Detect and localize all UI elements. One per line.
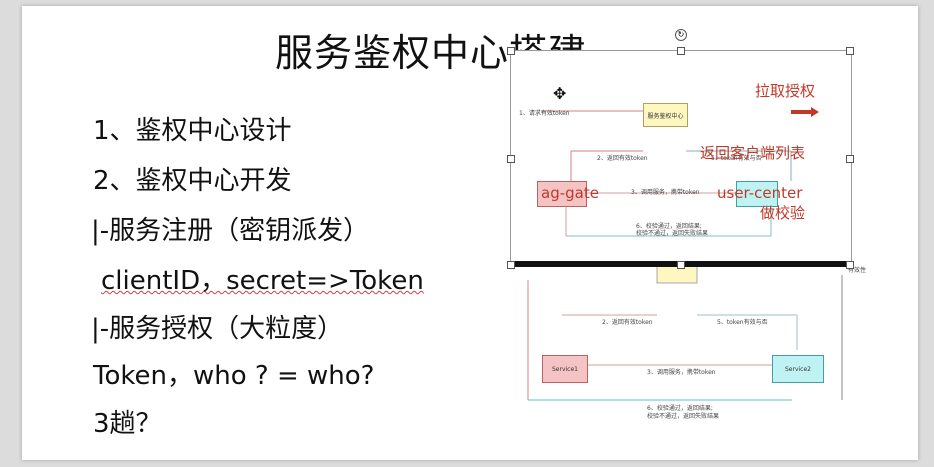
annotation-pull-auth: 拉取授权 [755, 82, 816, 100]
upper-step2: 2、返回有效token [597, 155, 648, 162]
lower-step2: 2、返回有效token [602, 319, 653, 326]
service1-box: Service1 [542, 355, 588, 383]
validity-label: 有效性 [848, 267, 867, 274]
lower-step6b: 校验不通过，返回失败结果 [647, 413, 720, 420]
annotation-do-check: 做校验 [760, 204, 806, 222]
upper-step3: 3、调用服务，携带token [631, 189, 700, 196]
service2-box: Service2 [772, 355, 824, 383]
resize-handle-nw[interactable] [507, 47, 515, 55]
bullet-item: clientID，secret=>Token [101, 266, 424, 296]
rotate-handle-icon[interactable]: ↻ [675, 29, 687, 41]
upper-step6a: 6、校验通过，返回结果; [636, 223, 702, 230]
resize-handle-s[interactable] [677, 261, 685, 269]
resize-handle-sw[interactable] [507, 261, 515, 269]
move-cursor-icon: ✥ [553, 84, 567, 103]
upper-step5: 5、token有效与否 [711, 155, 762, 162]
lower-diagram-lines [527, 264, 843, 401]
bullet-item: |-服务注册（密钥派发） [91, 216, 370, 246]
lower-step6a: 6、校验通过，返回结果; [647, 405, 713, 412]
lower-diagram: 有效性 2、返回有效token 5、token有效与否 3、调用服务，携带tok… [512, 255, 866, 420]
upper-step1: 1、请求有效token [519, 110, 570, 117]
bullet-item: 2、鉴权中心开发 [93, 166, 292, 196]
api-gate-box [537, 181, 587, 207]
resize-handle-ne[interactable] [846, 47, 854, 55]
lower-step5: 5、token有效与否 [717, 319, 768, 326]
resize-handle-w[interactable] [507, 155, 515, 163]
resize-handle-n[interactable] [677, 47, 685, 55]
auth-center-box: 服务鉴权中心 [643, 103, 688, 127]
annotation-api-gate: ag-gate [541, 184, 599, 202]
annotation-user-center: user-center [717, 184, 803, 202]
upper-step6b: 校验不通过，返回失败结果 [636, 230, 709, 237]
user-center-box [736, 181, 778, 207]
bullet-item: 3趟？ [93, 409, 162, 439]
upper-diagram-lines [541, 107, 819, 237]
bullet-item: |-服务授权（大粒度） [91, 314, 344, 344]
bullet-item: 1、鉴权中心设计 [93, 116, 292, 146]
resize-handle-e[interactable] [846, 155, 854, 163]
annotation-return-client-list: 返回客户端列表 [700, 144, 806, 162]
bullet-item: Token，who ? = who? [93, 361, 375, 391]
resize-handle-se[interactable] [846, 261, 854, 269]
lower-step3: 3、调用服务，携带token [647, 369, 716, 376]
